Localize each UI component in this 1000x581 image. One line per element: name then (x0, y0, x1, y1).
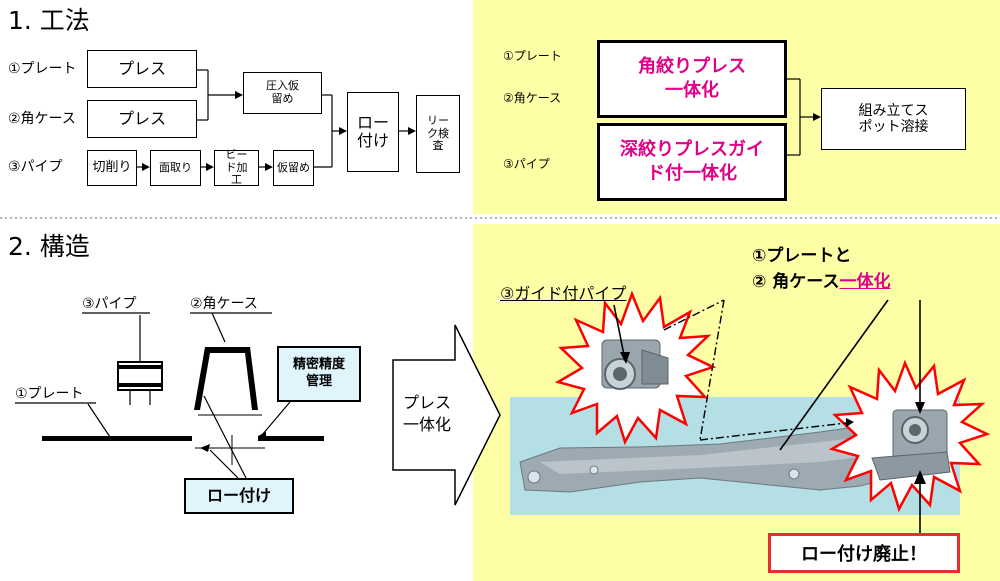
leak-test-box: リーク検査 (416, 95, 460, 173)
plate-label: ①プレート (15, 386, 84, 402)
case-press-box: プレス (87, 100, 197, 138)
combined-integration-text: 一体化 (839, 272, 891, 292)
precision-control-box: 精密精度管理 (277, 346, 361, 402)
old-row-case: ②角ケース (8, 111, 76, 127)
pipe-step-tack: 仮留め (273, 150, 314, 186)
pipe-step-cutting: 切削り (87, 150, 137, 186)
press-integration-text: プレス一体化 (402, 393, 451, 435)
combined-line2: ② 角ケース一体化 (752, 274, 890, 291)
square-draw-press-box: 角絞りプレス一体化 (597, 40, 787, 118)
combined-line1: ①プレートと (752, 246, 852, 266)
brazing-box: ロー付け (184, 478, 294, 514)
new-row-pipe: ③パイプ (503, 157, 550, 171)
old-row-pipe: ③パイプ (8, 159, 63, 175)
case-label: ②角ケース (190, 296, 258, 312)
deep-draw-press-box: 深絞りプレスガイド付一体化 (597, 123, 787, 201)
old-row-plate: ①プレート (8, 61, 77, 77)
braze-abolished-box: ロー付け廃止！ (768, 533, 960, 573)
guide-pipe-label: ③ガイド付パイプ (500, 284, 627, 303)
assembly-weld-box: 組み立てスポット溶接 (821, 88, 966, 150)
pipe-label: ③パイプ (82, 296, 137, 312)
press-fit-tack-box: 圧入仮留め (243, 72, 322, 114)
braze-box: ロー付け (347, 92, 399, 172)
pipe-step-chamfer: 面取り (150, 150, 201, 186)
plate-press-box: プレス (87, 50, 197, 88)
new-row-case: ②角ケース (503, 91, 562, 105)
combined-case-text: ② 角ケース (752, 272, 840, 292)
method-section-title: 1. 工法 (8, 6, 90, 35)
structure-section-title: 2. 構造 (8, 232, 90, 261)
pipe-step-bead: ビード加工 (214, 148, 259, 186)
new-row-plate: ①プレート (503, 49, 562, 63)
